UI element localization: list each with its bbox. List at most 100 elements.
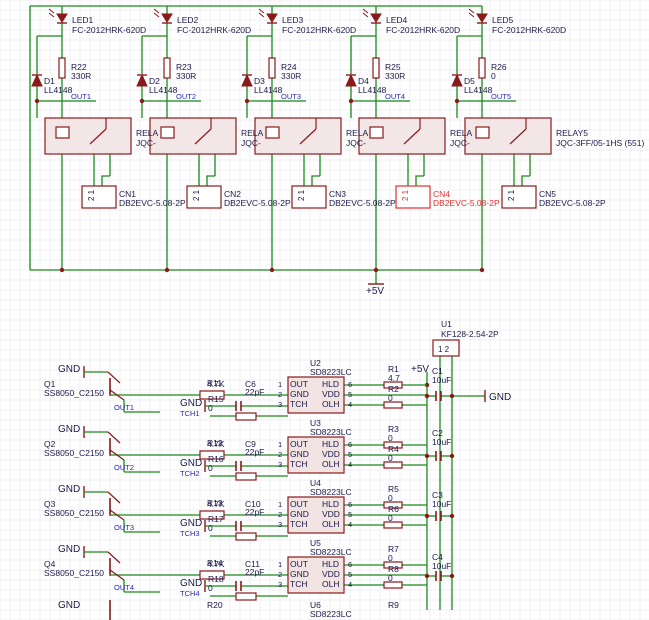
led-ray xyxy=(362,8,369,14)
junction xyxy=(348,98,354,104)
relay-switch xyxy=(509,128,527,145)
junction xyxy=(59,267,65,273)
r1-value: 0 xyxy=(388,493,393,503)
connector-pins: 2 1 xyxy=(507,189,516,201)
partial-chip-part: SD8223LC xyxy=(310,609,352,619)
res-value: 330R xyxy=(71,71,91,81)
res-value: 330R xyxy=(176,71,196,81)
chip-pin-right: HLD xyxy=(322,499,339,509)
rr-body xyxy=(383,581,403,589)
rt-value: 0 xyxy=(208,523,213,533)
c-ref: C10 xyxy=(245,499,261,509)
chip-pin-num-right: 6 xyxy=(348,380,352,389)
chip-part: SD8223LC xyxy=(310,367,352,377)
labels: +5VLED1FC-2012HRK-620DR22330RD1LL4148OUT… xyxy=(44,15,644,619)
led-ref: LED2 xyxy=(177,15,199,25)
q-collector xyxy=(109,509,125,521)
relay-part: JQC- xyxy=(241,138,261,148)
rt-ref: R15 xyxy=(208,394,224,404)
chip-pin-right: VDD xyxy=(322,389,340,399)
connector-ref: CN3 xyxy=(329,189,346,199)
base-resistor xyxy=(199,570,225,580)
chip-pin-num-left: 1 xyxy=(278,440,282,449)
components xyxy=(31,8,552,620)
c-ref: C9 xyxy=(245,439,256,449)
res-value: 330R xyxy=(385,71,405,81)
led-ray xyxy=(468,12,475,18)
tch-resistor xyxy=(235,532,257,541)
rr-value: 0 xyxy=(388,453,393,463)
chip-pin-left: GND xyxy=(290,389,309,399)
junction xyxy=(244,98,250,104)
diode-ref: D1 xyxy=(44,76,55,86)
out-net-label: OUT2 xyxy=(176,92,196,101)
rb-ref: R12 xyxy=(207,438,223,448)
chip-pin-left: GND xyxy=(290,449,309,459)
out-net-label: OUT5 xyxy=(491,92,511,101)
c-gnd-label: GND xyxy=(180,578,202,589)
relay-coil xyxy=(369,126,384,139)
supply-label: +5V xyxy=(366,286,384,297)
tch-resistor xyxy=(235,472,257,481)
rr-ref: R4 xyxy=(388,444,399,454)
q-gnd-label: GND xyxy=(58,544,80,555)
junction xyxy=(269,267,275,273)
r1-body xyxy=(383,501,403,509)
connector-body xyxy=(186,185,222,209)
connector-part: DB2EVC-5.08-2P xyxy=(119,198,186,208)
q-ref: Q2 xyxy=(44,439,56,449)
cd-value: 10uF xyxy=(432,561,451,571)
chip-part: SD8223LC xyxy=(310,487,352,497)
relay-part: JQC-3FF/05-1HS (551) xyxy=(556,138,644,148)
rb-ref: R11 xyxy=(207,378,222,388)
rb-ref: R13 xyxy=(207,498,223,508)
rt-ref: R16 xyxy=(208,454,224,464)
chip-pin-num-right: 5 xyxy=(348,450,352,459)
rr-ref: R8 xyxy=(388,564,399,574)
relay-ref: RELAY5 xyxy=(556,128,588,138)
rr-ref: R2 xyxy=(388,384,399,394)
cd-ref: C1 xyxy=(432,366,443,376)
connector-body xyxy=(81,185,117,209)
q-out-label: OUT4 xyxy=(114,583,134,592)
led-part: FC-2012HRK-620D xyxy=(72,25,146,35)
diode-part: LL4148 xyxy=(44,85,73,95)
diode-symbol xyxy=(345,73,357,87)
connector-ref: CN2 xyxy=(224,189,241,199)
rt-value: 0 xyxy=(208,463,213,473)
relay-coil xyxy=(55,126,70,139)
c-gnd-label: GND xyxy=(180,458,202,469)
relay-part: JQC- xyxy=(346,138,366,148)
q-out-label: OUT2 xyxy=(114,463,134,472)
rr-value: 0 xyxy=(388,393,393,403)
q-part: SS8050_C2150 xyxy=(44,508,104,518)
res-ref: R24 xyxy=(281,62,297,72)
led-symbol xyxy=(161,13,173,23)
connector-ref: CN5 xyxy=(539,189,556,199)
junction xyxy=(424,393,430,399)
rt-ref: R18 xyxy=(208,574,224,584)
tch-label: TCH4 xyxy=(180,589,200,598)
r1-ref: R3 xyxy=(388,424,399,434)
chip-pin-num-right: 4 xyxy=(348,580,352,589)
junction xyxy=(449,573,455,579)
chip-pin-left: GND xyxy=(290,569,309,579)
led-part: FC-2012HRK-620D xyxy=(177,25,251,35)
relay-no-route xyxy=(521,175,530,186)
base-resistor xyxy=(199,450,225,460)
chip-body xyxy=(287,436,345,474)
chip-pin-num-left: 3 xyxy=(278,460,282,469)
rb-value: 4.7K xyxy=(207,439,225,449)
chip-ref: U3 xyxy=(310,418,321,428)
junction xyxy=(449,393,455,399)
rr-ref: R6 xyxy=(388,504,399,514)
c-value: 22pF xyxy=(245,567,264,577)
junction xyxy=(449,513,455,519)
junction xyxy=(424,453,430,459)
junction xyxy=(424,513,430,519)
resistor-body xyxy=(163,57,171,79)
chip-pin-right: VDD xyxy=(322,449,340,459)
cd-ref: C3 xyxy=(432,490,443,500)
relay-coil xyxy=(160,126,175,139)
connector-body xyxy=(395,185,431,209)
